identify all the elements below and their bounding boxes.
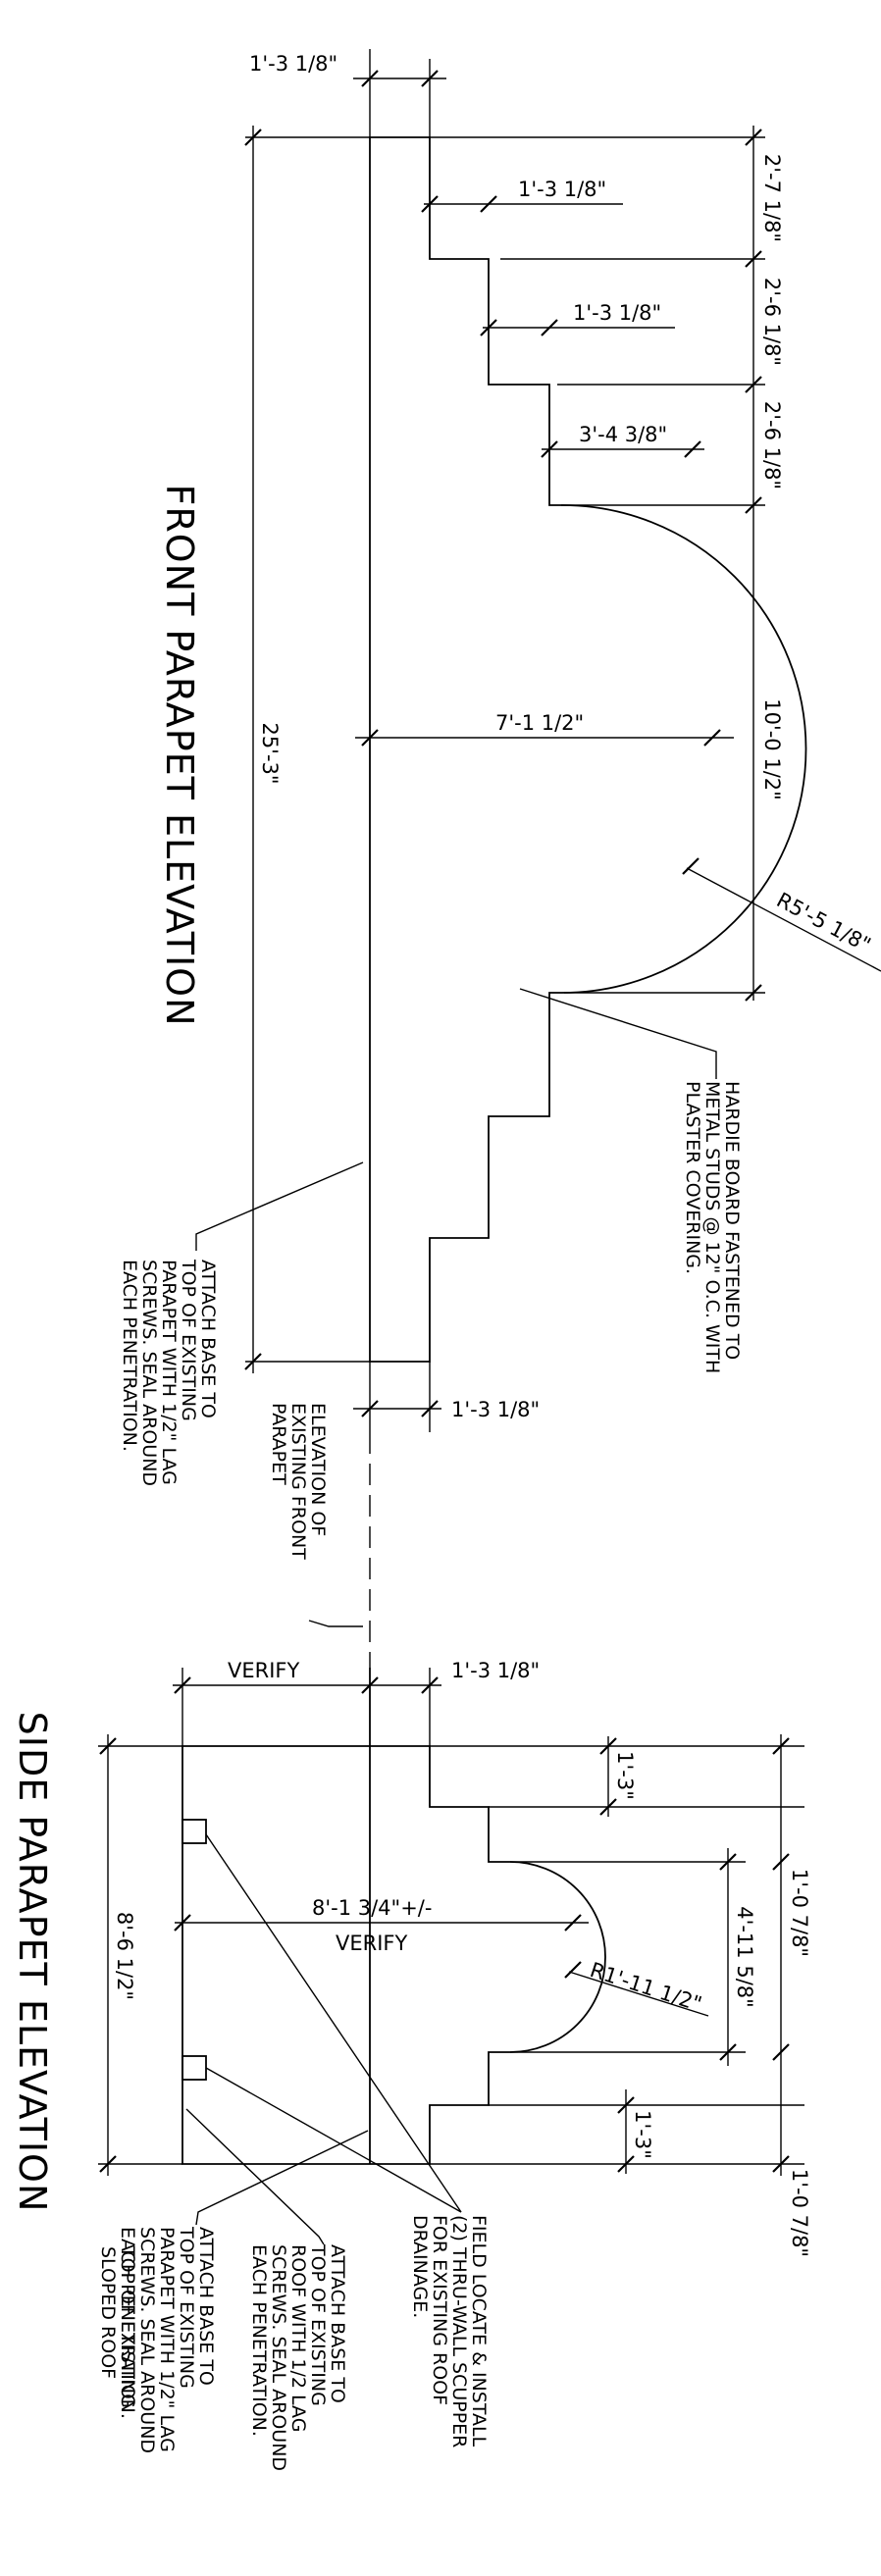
side-top-width-dimension: VERIFY 1'-3 1/8" (173, 1659, 540, 1746)
front-right-dimension-chain: 2'-7 1/8" 2'-6 1/8" 2'-6 1/8" 10'-0 1/2" (430, 126, 784, 1002)
svg-text:TOP OF EXISTING: TOP OF EXISTING (178, 1259, 199, 1421)
svg-text:PARAPET WITH 1/2" LAG: PARAPET WITH 1/2" LAG (158, 1260, 180, 1485)
front-step3-label: 3'-4 3/8" (579, 423, 667, 446)
svg-text:ATTACH BASE TO: ATTACH BASE TO (327, 2244, 348, 2403)
front-arch-depth-dimension: 7'-1 1/2" (355, 711, 734, 747)
front-total-length-label: 25'-3" (258, 722, 282, 784)
front-step2-dimension: 1'-3 1/8" (480, 301, 675, 336)
svg-text:EACH PENETRATION.: EACH PENETRATION. (117, 2227, 138, 2419)
front-bottom-width-dimension: 1'-3 1/8" (353, 1362, 540, 1432)
svg-text:TOP OF EXISTING: TOP OF EXISTING (307, 2243, 329, 2406)
side-scupper-note: FIELD LOCATE & INSTALL (2) THRU-WALL SCU… (409, 2215, 490, 2447)
front-rise2-label: 2'-6 1/8" (760, 278, 784, 366)
front-bottom-width-label: 1'-3 1/8" (451, 1398, 540, 1421)
front-top-width-dimension: 1'-3 1/8" (249, 49, 446, 137)
front-elevation-note: ELEVATION OF EXISTING FRONT PARAPET (268, 1403, 329, 1560)
front-arch-depth-label: 7'-1 1/2" (495, 711, 584, 735)
scupper-bottom (181, 2055, 207, 2081)
svg-text:TOP OF EXISTING: TOP OF EXISTING (117, 2245, 138, 2408)
front-hardie-leader (519, 988, 717, 1079)
svg-text:FIELD LOCATE & INSTALL: FIELD LOCATE & INSTALL (468, 2215, 490, 2447)
front-attach-note: ATTACH BASE TO TOP OF EXISTING PARAPET W… (119, 1259, 219, 1486)
front-elevation-leader (308, 1620, 363, 1627)
side-parapet-leader (185, 2108, 325, 2245)
svg-text:SCREWS. SEAL AROUND: SCREWS. SEAL AROUND (136, 2227, 158, 2453)
front-hardie-note: HARDIE BOARD FASTENED TO METAL STUDS @ 1… (682, 1081, 743, 1373)
front-radius-dimension: R5'-5 1/8" (682, 857, 881, 972)
svg-text:PARAPET WITH 1/2" LAG: PARAPET WITH 1/2" LAG (156, 2227, 178, 2452)
side-outer-top-label: 1'-0 7/8" (788, 1869, 811, 1957)
side-depth-dimension: 8'-1 3/4"+/- VERIFY (174, 1896, 589, 1955)
side-depth-label: 8'-1 3/4"+/- (312, 1896, 432, 1920)
svg-text:TOP OF EXISTING: TOP OF EXISTING (176, 2226, 197, 2389)
side-parapet-elevation: VERIFY 1'-3 1/8" 8'-6 1/2" 8'-1 3/4"+/- … (11, 1659, 811, 2471)
svg-text:ATTACH BASE TO: ATTACH BASE TO (197, 1260, 219, 1418)
side-attach-parapet-note: ATTACH BASE TO TOP OF EXISTING PARAPET W… (117, 2226, 217, 2453)
side-total-length-label: 8'-6 1/2" (113, 1912, 136, 2000)
side-arch-span-dimension: 4'-11 5/8" (510, 1848, 756, 2066)
front-step3-dimension: 3'-4 3/8" (541, 423, 704, 458)
svg-text:ROOF WITH 1/2 LAG: ROOF WITH 1/2 LAG (287, 2244, 309, 2432)
side-step-bottom-dimension: 1'-3" (430, 2089, 804, 2174)
svg-text:SCREWS. SEAL AROUND: SCREWS. SEAL AROUND (268, 2244, 289, 2471)
scupper-top (181, 1819, 207, 1844)
svg-text:PARAPET: PARAPET (268, 1403, 289, 1485)
front-rise3-label: 2'-6 1/8" (760, 401, 784, 489)
svg-text:SLOPED ROOF: SLOPED ROOF (97, 2246, 119, 2379)
front-parapet-body (369, 136, 807, 1363)
svg-text:EXISTING FRONT: EXISTING FRONT (287, 1403, 309, 1560)
side-top-width-label: 1'-3 1/8" (451, 1659, 540, 1682)
side-radius-label: R1'-11 1/2" (587, 1958, 704, 2016)
front-attach-leader (195, 1161, 364, 1251)
svg-text:FOR EXISTING ROOF: FOR EXISTING ROOF (429, 2215, 450, 2405)
side-radius-dimension: R1'-11 1/2" (564, 1958, 709, 2017)
side-scupper-leader-a (205, 1833, 462, 2213)
front-arch-span-label: 10'-0 1/2" (760, 698, 784, 800)
side-outer-right-dimension: 1'-0 7/8" 1'-0 7/8" (772, 1734, 811, 2257)
side-total-length-dimension: 8'-6 1/2" (98, 1734, 182, 2176)
side-arch-span-label: 4'-11 5/8" (733, 1906, 756, 2008)
front-rise1-label: 2'-7 1/8" (760, 154, 784, 242)
side-parapet-body (181, 1745, 606, 2165)
front-total-length-dimension: 25'-3" (244, 126, 370, 1373)
side-step-top-label: 1'-3" (613, 1751, 637, 1800)
svg-text:ELEVATION OF: ELEVATION OF (307, 1403, 329, 1536)
svg-text:EACH PENETRATION.: EACH PENETRATION. (248, 2244, 270, 2437)
svg-text:HARDIE BOARD FASTENED TO: HARDIE BOARD FASTENED TO (721, 1081, 743, 1360)
front-step1-dimension: 1'-3 1/8" (421, 178, 623, 213)
svg-text:DRAINAGE.: DRAINAGE. (409, 2215, 431, 2318)
front-parapet-elevation: 25'-3" 1'-3 1/8" 1'-3 1/8" 1'-3 1/8" (119, 49, 881, 1668)
svg-text:METAL STUDS @ 12" O.C. WITH: METAL STUDS @ 12" O.C. WITH (701, 1081, 723, 1373)
svg-text:(2) THRU-WALL SCUPPER: (2) THRU-WALL SCUPPER (448, 2215, 470, 2447)
front-top-width-label: 1'-3 1/8" (249, 52, 337, 76)
svg-text:PLASTER COVERING.: PLASTER COVERING. (682, 1081, 703, 1274)
svg-text:SCREWS. SEAL AROUND: SCREWS. SEAL AROUND (138, 1260, 160, 1486)
front-step2-label: 1'-3 1/8" (573, 301, 661, 325)
side-overlap-note: TOP OF EXISTING SLOPED ROOF (97, 2245, 138, 2408)
side-step-top-dimension: 1'-3" (430, 1736, 804, 1817)
side-scupper-leader-b (205, 2067, 462, 2213)
svg-text:ATTACH BASE TO: ATTACH BASE TO (195, 2227, 217, 2386)
side-verify-width-label: VERIFY (228, 1659, 299, 1682)
side-outer-bottom-label: 1'-0 7/8" (788, 2169, 811, 2257)
front-step1-label: 1'-3 1/8" (518, 178, 606, 201)
side-roof-leader (195, 2130, 369, 2226)
front-title: FRONT PARAPET ELEVATION (158, 485, 201, 1027)
side-attach-roof-note: ATTACH BASE TO TOP OF EXISTING ROOF WITH… (248, 2243, 348, 2471)
side-step-bottom-label: 1'-3" (631, 2110, 654, 2159)
side-title: SIDE PARAPET ELEVATION (11, 1712, 54, 2213)
svg-text:EACH PENETRATION.: EACH PENETRATION. (119, 1260, 140, 1452)
side-depth-verify-label: VERIFY (336, 1932, 407, 1955)
